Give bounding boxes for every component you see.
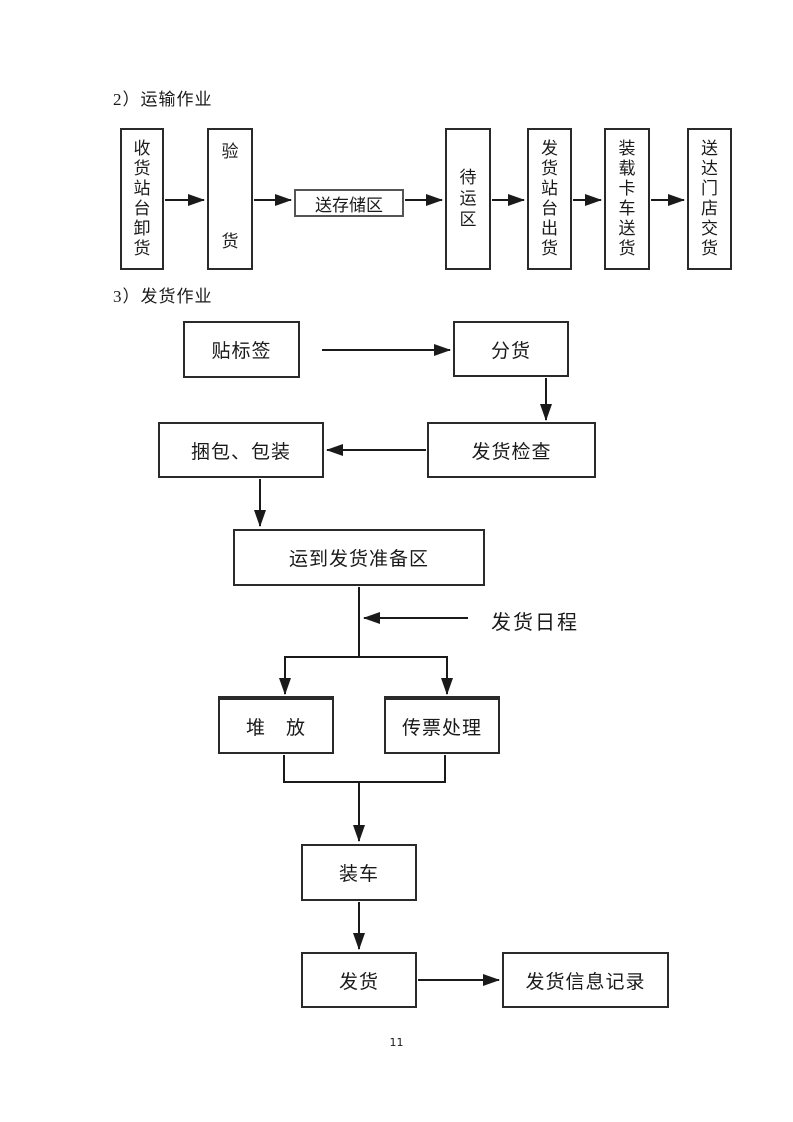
flow-node-voucher-processing: 传票处理 (384, 696, 500, 754)
node-label: 贴标签 (211, 341, 272, 362)
flow-node-loading: 装车 (301, 844, 417, 901)
node-label: 发货信息记录 (525, 971, 646, 993)
flow-node-staging-area: 运到发货准备区 (233, 529, 485, 586)
node-char: 运 (459, 189, 477, 208)
node-label: 送存储区 (315, 195, 383, 215)
node-char: 收 (133, 139, 151, 158)
node-label: 捆包、包装 (190, 441, 291, 463)
node-char: 车 (618, 199, 636, 218)
node-char: 台 (133, 199, 151, 218)
flow-node-shipping-record: 发货信息记录 (502, 952, 669, 1008)
node-char: 货 (618, 239, 636, 258)
node-char: 装 (618, 139, 636, 158)
flow-node-packing: 捆包、包装 (158, 422, 324, 478)
node-char: 货 (133, 159, 151, 178)
shipping-schedule-label: 发货日程 (491, 612, 579, 634)
node-label: 传票处理 (401, 717, 482, 739)
flow-node-shipping-check: 发货检查 (427, 422, 596, 478)
flow-node-shipping: 发货 (301, 952, 417, 1008)
node-char: 卡 (618, 179, 636, 198)
section-heading-transport: 2）运输作业 (113, 90, 213, 109)
node-char: 送 (701, 139, 718, 158)
node-char: 卸 (133, 219, 151, 238)
flow-node-inspection: 验 货 (207, 128, 253, 270)
node-char: 验 (221, 142, 239, 161)
node-char: 送 (618, 219, 636, 238)
node-char: 货 (133, 239, 151, 258)
node-char: 发 (541, 139, 558, 158)
node-char: 货 (541, 159, 558, 178)
node-char: 店 (701, 199, 718, 218)
node-char: 货 (221, 232, 239, 251)
node-char: 站 (541, 179, 558, 198)
node-label: 堆 放 (245, 717, 306, 739)
flow-node-unloading-platform: 收 货 站 台 卸 货 (120, 128, 164, 270)
node-label: 发货检查 (471, 441, 552, 463)
flow-node-labeling: 贴标签 (183, 321, 300, 378)
node-label: 装车 (338, 864, 379, 885)
node-char: 交 (701, 219, 718, 238)
node-char: 站 (133, 179, 151, 198)
section-heading-shipping: 3）发货作业 (113, 287, 213, 306)
node-char: 待 (459, 168, 477, 187)
node-label: 发货 (338, 971, 379, 993)
flow-node-to-storage: 送存储区 (294, 189, 404, 217)
node-char: 达 (701, 159, 718, 178)
flow-node-sorting: 分货 (453, 321, 569, 377)
node-char: 载 (618, 159, 636, 178)
node-char: 门 (701, 179, 718, 198)
flow-node-truck-delivery: 装 载 卡 车 送 货 (604, 128, 650, 270)
node-char: 出 (541, 219, 558, 238)
node-char: 货 (701, 239, 718, 258)
node-label: 运到发货准备区 (288, 549, 429, 570)
node-char: 台 (541, 199, 558, 218)
node-char: 货 (541, 239, 558, 258)
flow-node-waiting-area: 待 运 区 (445, 128, 491, 270)
node-label: 分货 (490, 340, 531, 362)
flow-node-stacking: 堆 放 (218, 696, 334, 754)
node-char: 区 (459, 210, 477, 229)
page-number: 11 (389, 1036, 404, 1049)
flow-node-outbound-platform: 发 货 站 台 出 货 (527, 128, 572, 270)
flow-node-store-delivery: 送 达 门 店 交 货 (687, 128, 732, 270)
